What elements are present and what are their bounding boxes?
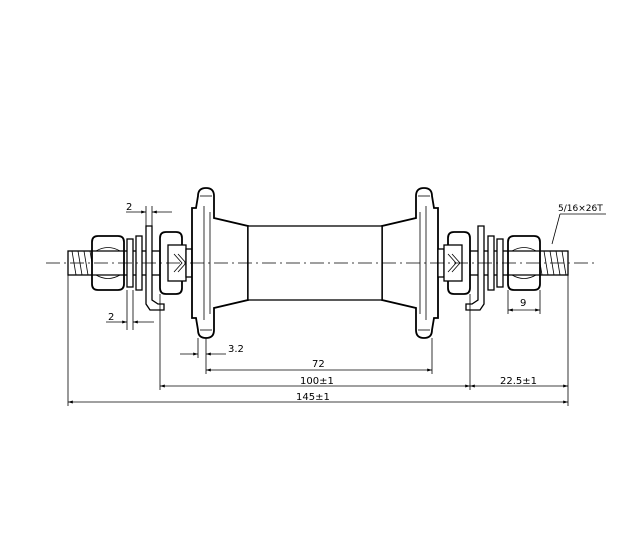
dim-washer-top: 2: [126, 202, 132, 213]
dim-nut-width: 9: [520, 298, 526, 309]
dim-hub-shell-length: 72: [312, 359, 325, 370]
dim-washer-bottom: 2: [108, 312, 114, 323]
dim-axle-protrusion: 22.5±1: [500, 376, 537, 387]
dim-flange-offset: 3.2: [228, 344, 244, 355]
dim-overall-length: 145±1: [296, 392, 330, 403]
dim-locknut-spacing: 100±1: [300, 376, 334, 387]
left-tab-washer: [145, 225, 165, 311]
right-axle-nut: [507, 235, 541, 291]
dimension-lines: [67, 206, 606, 406]
right-tab-washer: [465, 225, 485, 311]
dim-thread-spec: 5/16×26T: [558, 204, 603, 214]
left-axle-nut: [91, 235, 125, 291]
